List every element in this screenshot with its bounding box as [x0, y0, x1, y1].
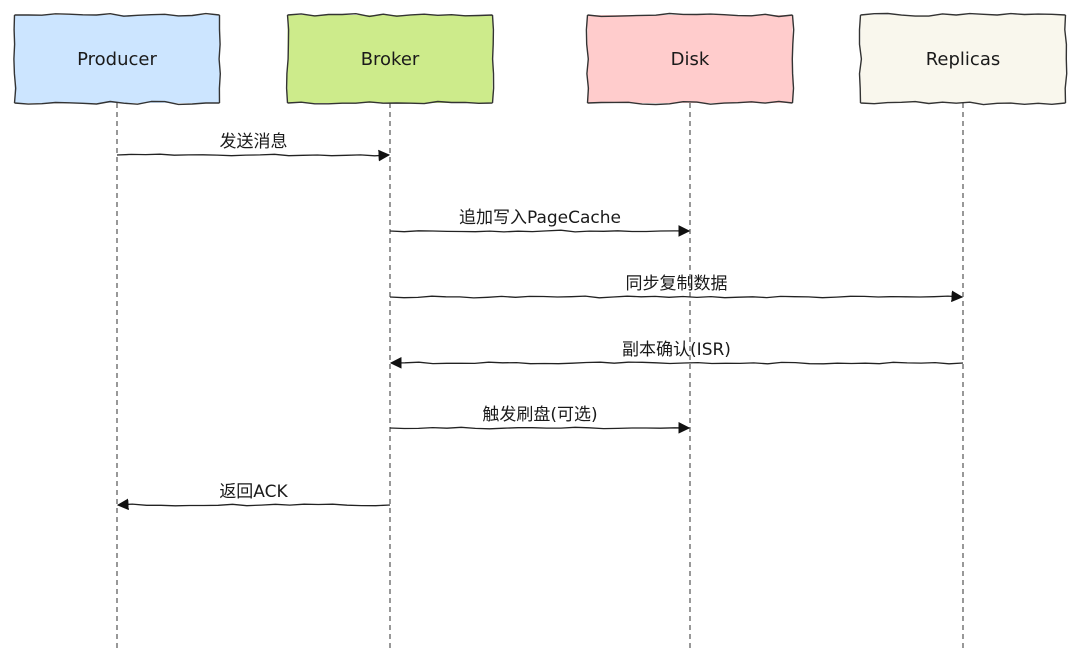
- message-arrow-4: [389, 357, 964, 369]
- actors: Producer Broker Disk Replicas: [13, 12, 1068, 106]
- message-3: 同步复制数据: [389, 274, 964, 303]
- message-label-4: 副本确认(ISR): [622, 340, 731, 360]
- message-6: 返回ACK: [116, 482, 391, 511]
- message-label-5: 触发刷盘(可选): [482, 405, 597, 425]
- message-arrow-6: [116, 498, 391, 511]
- actor-border-disk: [585, 12, 795, 106]
- actor-disk: Disk: [585, 12, 795, 106]
- actor-label-replicas: Replicas: [926, 49, 1001, 70]
- actor-producer: Producer: [13, 12, 221, 106]
- message-1: 发送消息: [116, 132, 391, 162]
- actor-label-producer: Producer: [77, 49, 157, 70]
- message-4: 副本确认(ISR): [389, 340, 964, 369]
- actor-label-disk: Disk: [671, 49, 710, 70]
- actor-border-replicas: [858, 12, 1068, 106]
- lifelines: [116, 103, 964, 650]
- actor-box-disk: [587, 15, 793, 103]
- message-label-3: 同步复制数据: [626, 274, 728, 294]
- message-label-1: 发送消息: [220, 132, 288, 152]
- actor-box-replicas: [860, 15, 1066, 103]
- message-arrow-1: [116, 149, 391, 162]
- message-5: 触发刷盘(可选): [389, 405, 691, 434]
- message-label-2: 追加写入PageCache: [459, 208, 621, 228]
- message-arrow-2: [389, 225, 691, 237]
- message-label-6: 返回ACK: [219, 482, 288, 502]
- message-arrow-3: [389, 290, 964, 303]
- actor-label-broker: Broker: [361, 49, 420, 70]
- actor-box-producer: [14, 15, 220, 103]
- actor-border-broker: [285, 13, 495, 105]
- message-arrow-5: [389, 422, 691, 434]
- actor-broker: Broker: [285, 13, 495, 105]
- actor-border-producer: [13, 12, 221, 106]
- actor-box-broker: [287, 15, 493, 103]
- message-2: 追加写入PageCache: [389, 208, 691, 237]
- actor-replicas: Replicas: [858, 12, 1068, 106]
